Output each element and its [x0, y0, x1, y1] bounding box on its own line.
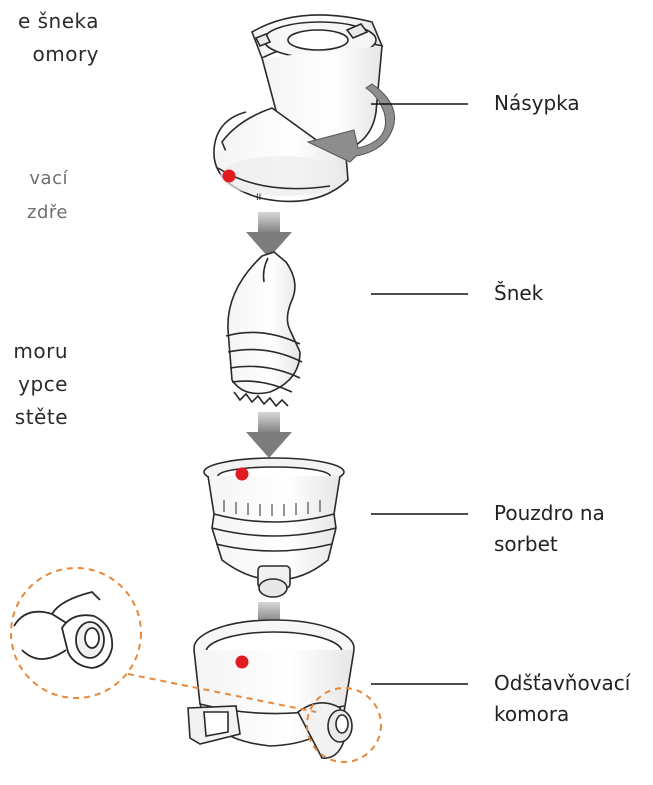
- label-line: Odšťavňovací: [494, 668, 630, 699]
- down-arrow-icon: [246, 212, 292, 258]
- instruction-line: ypce: [13, 368, 68, 401]
- instruction-fragment-2: vací zdře: [27, 162, 68, 230]
- alignment-dot-chamber: [236, 656, 249, 669]
- label-auger: Šnek: [494, 278, 543, 309]
- label-hopper: Násypka: [494, 88, 580, 119]
- instruction-line: omory: [18, 38, 99, 71]
- nozzle-detail: [14, 592, 112, 668]
- sorbet-housing-part: [204, 458, 344, 597]
- auger-part: [226, 252, 302, 406]
- instruction-line: zdře: [27, 196, 68, 230]
- down-arrow-icon: [246, 412, 292, 458]
- svg-text:II: II: [256, 193, 261, 203]
- label-juicing-chamber: Odšťavňovací komora: [494, 668, 630, 730]
- label-line: komora: [494, 699, 630, 730]
- instruction-line: vací: [27, 162, 68, 196]
- label-line: Pouzdro na: [494, 498, 605, 529]
- instruction-line: moru: [13, 335, 68, 368]
- instruction-line: stěte: [13, 401, 68, 434]
- instruction-line: e šneka: [18, 5, 99, 38]
- instruction-fragment-1: e šneka omory: [18, 5, 99, 71]
- alignment-dot-hopper: [223, 170, 236, 183]
- alignment-dot-sorbet: [236, 468, 249, 481]
- juicing-chamber-part: [188, 620, 354, 758]
- instruction-fragment-3: moru ypce stěte: [13, 335, 68, 434]
- label-sorbet-housing: Pouzdro na sorbet: [494, 498, 605, 560]
- hopper-part: II: [214, 15, 382, 203]
- label-line: sorbet: [494, 529, 605, 560]
